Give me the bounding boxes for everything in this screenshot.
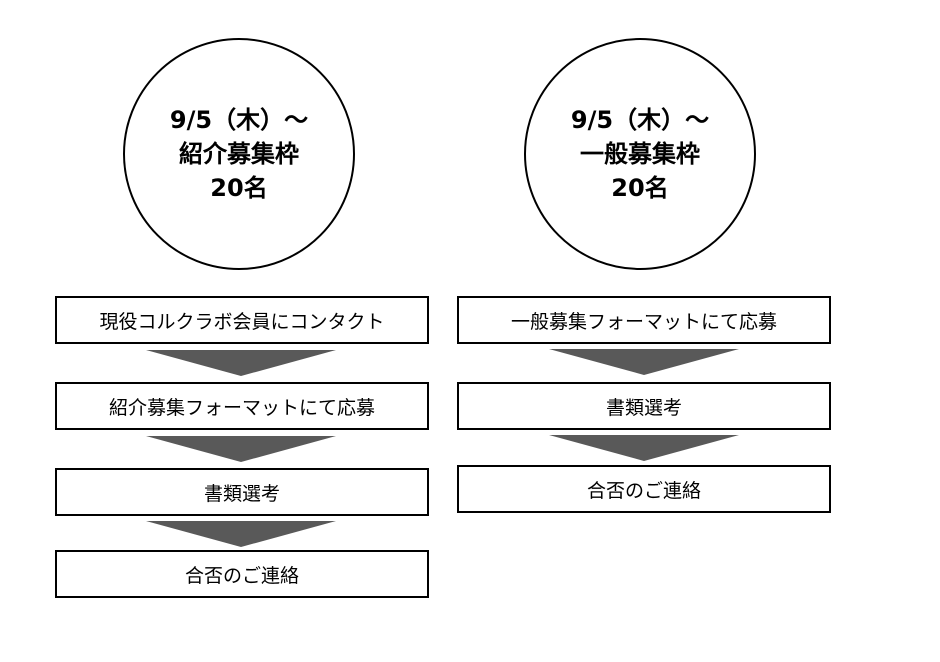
right-arrow-1 [549, 349, 739, 375]
left-step-4: 合否のご連絡 [55, 550, 429, 598]
left-circle-quota: 20名 [210, 174, 268, 202]
right-circle-badge: 9/5（木）～ 一般募集枠 20名 [524, 38, 756, 270]
right-arrow-2 [549, 435, 739, 461]
left-step-1-label: 現役コルクラボ会員にコンタクト [99, 310, 385, 333]
left-circle-badge: 9/5（木）～ 紹介募集枠 20名 [123, 38, 355, 270]
right-circle-quota: 20名 [611, 174, 669, 202]
right-step-1: 一般募集フォーマットにて応募 [457, 296, 831, 344]
left-circle-date: 9/5（木）～ [169, 106, 309, 134]
right-step-2: 書類選考 [457, 382, 831, 430]
right-circle-category: 一般募集枠 [580, 140, 700, 168]
left-circle-category: 紹介募集枠 [179, 140, 299, 168]
right-step-3: 合否のご連絡 [457, 465, 831, 513]
left-step-2: 紹介募集フォーマットにて応募 [55, 382, 429, 430]
right-step-1-label: 一般募集フォーマットにて応募 [510, 310, 777, 333]
right-step-3-label: 合否のご連絡 [586, 479, 701, 502]
right-circle-date: 9/5（木）～ [570, 106, 710, 134]
left-step-3-label: 書類選考 [203, 482, 280, 505]
left-step-2-label: 紹介募集フォーマットにて応募 [108, 396, 375, 419]
left-arrow-3 [146, 521, 336, 547]
left-step-1: 現役コルクラボ会員にコンタクト [55, 296, 429, 344]
right-step-2-label: 書類選考 [605, 396, 682, 419]
left-step-4-label: 合否のご連絡 [184, 564, 299, 587]
left-arrow-2 [146, 436, 336, 462]
left-arrow-1 [146, 350, 336, 376]
left-step-3: 書類選考 [55, 468, 429, 516]
